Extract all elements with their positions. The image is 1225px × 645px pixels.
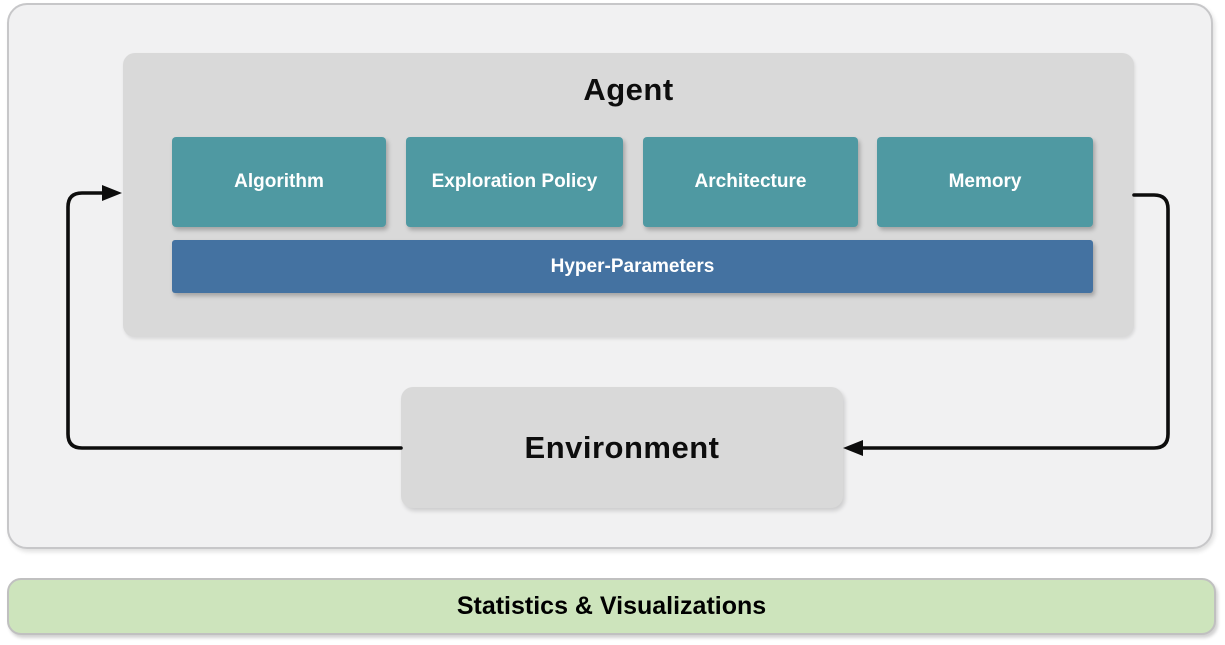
statistics-visualizations-bar: Statistics & Visualizations [7, 578, 1216, 635]
statistics-visualizations-label: Statistics & Visualizations [456, 592, 767, 620]
agent-module-algorithm: Algorithm [172, 137, 386, 227]
agent-module-algorithm-label: Algorithm [234, 171, 324, 192]
agent-title: Agent [583, 72, 674, 107]
environment-box: Environment [401, 387, 843, 508]
agent-module-exploration-policy: Exploration Policy [406, 137, 623, 227]
agent-module-architecture-label: Architecture [694, 171, 807, 192]
hyper-parameters-bar: Hyper-Parameters [172, 240, 1093, 293]
environment-label: Environment [524, 429, 720, 465]
hyper-parameters-label: Hyper-Parameters [550, 255, 715, 277]
agent-module-exploration-policy-label: Exploration Policy [431, 171, 598, 192]
agent-module-memory: Memory [877, 137, 1093, 227]
agent-module-architecture: Architecture [643, 137, 858, 227]
agent-module-memory-label: Memory [948, 171, 1022, 192]
